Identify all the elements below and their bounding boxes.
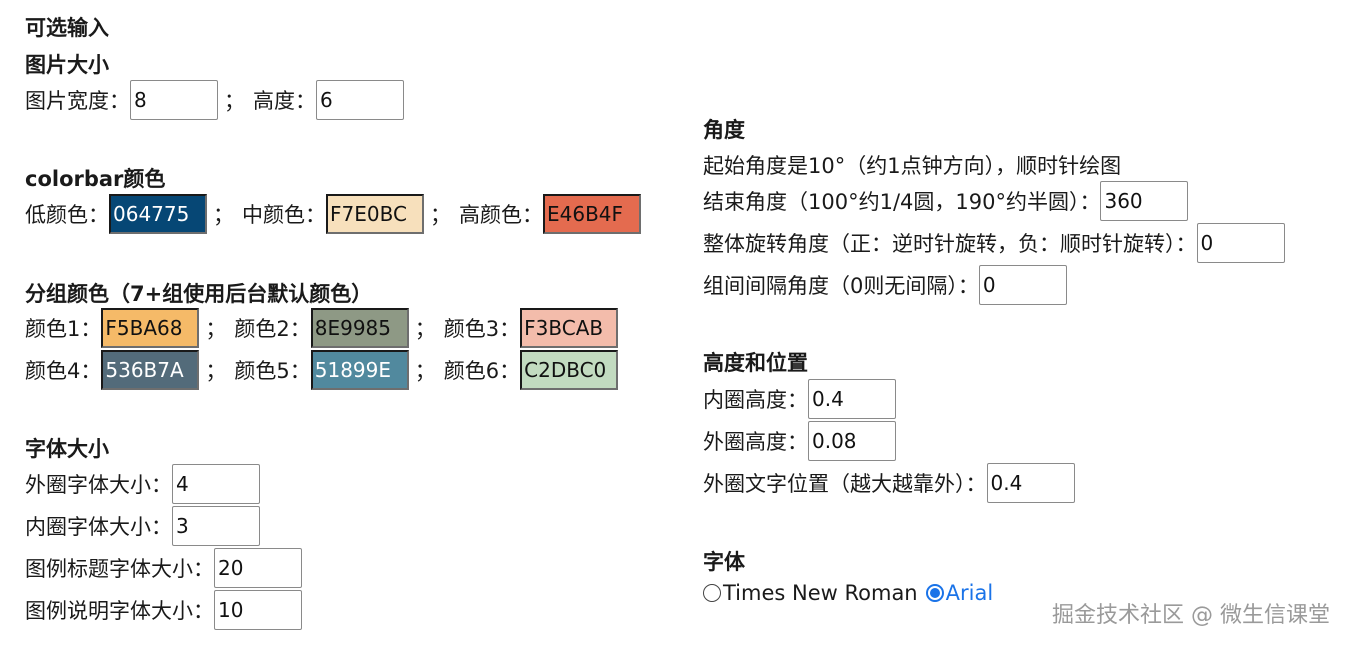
rotate-angle-input[interactable] xyxy=(1196,223,1285,263)
mid-color-label: 中颜色： xyxy=(242,203,326,227)
high-color-label: 高颜色： xyxy=(459,203,543,227)
group-color-5-input[interactable] xyxy=(310,350,409,390)
legend-desc-font-size-label: 图例说明字体大小： xyxy=(25,599,214,623)
outer-font-size-label: 外圈字体大小： xyxy=(25,473,172,497)
image-height-label: 高度： xyxy=(253,89,316,113)
group-color-5-label: 颜色5： xyxy=(234,359,311,383)
outer-text-position-row: 外圈文字位置（越大越靠外）： xyxy=(703,463,1075,503)
optional-input-title: 可选输入 xyxy=(25,16,109,40)
group-color-2-label: 颜色2： xyxy=(234,317,311,341)
image-width-input[interactable] xyxy=(130,80,218,120)
image-size-heading: 图片大小 xyxy=(25,53,109,77)
legend-title-font-size-row: 图例标题字体大小： xyxy=(25,548,302,588)
separator: ； xyxy=(414,317,436,341)
font-option-times-label: Times New Roman xyxy=(723,581,918,605)
separator: ； xyxy=(224,89,245,113)
group-color-4-input[interactable] xyxy=(101,350,200,390)
mid-color-input[interactable] xyxy=(326,194,424,234)
group-color-1-label: 颜色1： xyxy=(25,317,102,341)
inner-font-size-row: 内圈字体大小： xyxy=(25,506,260,546)
angle-heading: 角度 xyxy=(703,118,745,142)
inner-font-size-label: 内圈字体大小： xyxy=(25,515,172,539)
legend-desc-font-size-input[interactable] xyxy=(214,590,302,630)
outer-font-size-input[interactable] xyxy=(172,464,260,504)
group-color-3-label: 颜色3： xyxy=(443,317,521,341)
group-color-1-input[interactable] xyxy=(101,308,200,348)
image-width-label: 图片宽度： xyxy=(25,89,130,113)
gap-angle-label: 组间间隔角度（0则无间隔）： xyxy=(703,274,979,298)
outer-height-label: 外圈高度： xyxy=(703,430,808,454)
legend-title-font-size-label: 图例标题字体大小： xyxy=(25,557,214,581)
outer-height-row: 外圈高度： xyxy=(703,421,896,461)
separator: ； xyxy=(205,359,227,383)
separator: ； xyxy=(205,317,227,341)
inner-height-label: 内圈高度： xyxy=(703,388,808,412)
font-heading: 字体 xyxy=(703,550,745,574)
colorbar-row: 低颜色： ； 中颜色： ； 高颜色： xyxy=(25,194,641,234)
font-option-times[interactable]: Times New Roman xyxy=(703,581,918,605)
colorbar-heading: colorbar颜色 xyxy=(25,167,166,191)
separator: ； xyxy=(213,203,234,227)
group-colors-row-1: 颜色1： ； 颜色2： ； 颜色3： xyxy=(25,308,619,348)
group-colors-heading: 分组颜色（7+组使用后台默认颜色） xyxy=(25,282,373,306)
font-radio-group: Times New Roman Arial xyxy=(703,581,993,605)
gap-angle-input[interactable] xyxy=(978,265,1067,305)
low-color-label: 低颜色： xyxy=(25,203,109,227)
font-option-arial-label: Arial xyxy=(945,581,994,605)
watermark-text: 掘金技术社区 @ 微生信课堂 xyxy=(1052,603,1330,628)
outer-text-position-input[interactable] xyxy=(986,463,1075,503)
group-color-4-label: 颜色4： xyxy=(25,359,102,383)
separator: ； xyxy=(430,203,451,227)
end-angle-row: 结束角度（100°约1/4圆，190°约半圆）： xyxy=(703,181,1189,221)
image-size-row: 图片宽度： ； 高度： xyxy=(25,80,404,120)
height-position-heading: 高度和位置 xyxy=(703,351,808,375)
font-size-heading: 字体大小 xyxy=(25,437,109,461)
separator: ； xyxy=(414,359,436,383)
start-angle-text: 起始角度是10°（约1点钟方向），顺时针绘图 xyxy=(703,154,1122,178)
group-color-6-input[interactable] xyxy=(520,350,619,390)
group-color-2-input[interactable] xyxy=(310,308,409,348)
outer-text-position-label: 外圈文字位置（越大越靠外）： xyxy=(703,472,987,496)
low-color-input[interactable] xyxy=(109,194,207,234)
high-color-input[interactable] xyxy=(543,194,641,234)
group-color-3-input[interactable] xyxy=(520,308,619,348)
radio-unchecked-icon[interactable] xyxy=(703,584,721,602)
radio-checked-icon[interactable] xyxy=(925,584,944,602)
legend-title-font-size-input[interactable] xyxy=(214,548,302,588)
end-angle-label: 结束角度（100°约1/4圆，190°约半圆）： xyxy=(703,190,1101,214)
legend-desc-font-size-row: 图例说明字体大小： xyxy=(25,590,302,630)
rotate-angle-label: 整体旋转角度（正：逆时针旋转，负：顺时针旋转）： xyxy=(703,232,1197,256)
gap-angle-row: 组间间隔角度（0则无间隔）： xyxy=(703,265,1067,305)
image-height-input[interactable] xyxy=(316,80,404,120)
inner-height-input[interactable] xyxy=(808,379,896,419)
inner-height-row: 内圈高度： xyxy=(703,379,896,419)
group-colors-row-2: 颜色4： ； 颜色5： ； 颜色6： xyxy=(25,350,619,390)
font-option-arial[interactable]: Arial xyxy=(925,581,994,605)
group-color-6-label: 颜色6： xyxy=(443,359,521,383)
rotate-angle-row: 整体旋转角度（正：逆时针旋转，负：顺时针旋转）： xyxy=(703,223,1285,263)
outer-height-input[interactable] xyxy=(808,421,896,461)
outer-font-size-row: 外圈字体大小： xyxy=(25,464,260,504)
start-angle-note: 起始角度是10°（约1点钟方向），顺时针绘图 xyxy=(703,150,1121,180)
inner-font-size-input[interactable] xyxy=(172,506,260,546)
end-angle-input[interactable] xyxy=(1100,181,1189,221)
